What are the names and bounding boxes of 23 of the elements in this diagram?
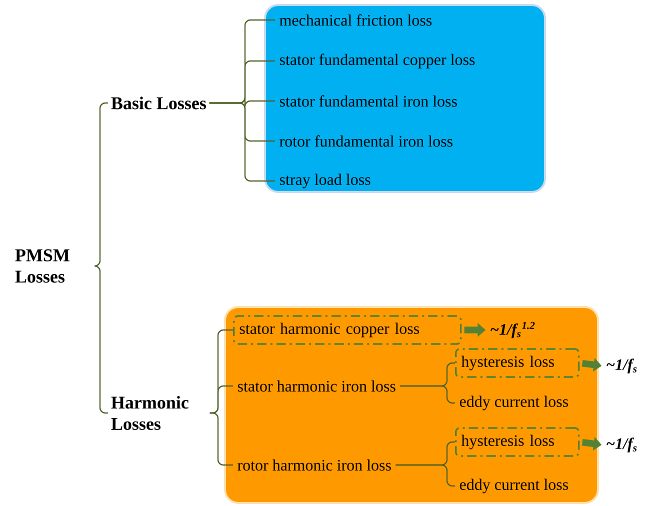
loss-item: eddy current loss (460, 396, 568, 410)
loss-item: rotor harmonic iron loss (238, 459, 391, 471)
highlighted-item: stator harmonic copper loss (233, 315, 462, 345)
loss-item: stator harmonic iron loss (238, 380, 396, 392)
highlighted-item: hysteresis loss (455, 348, 580, 378)
scaling-label: ~1/f$_{s}$ (606, 438, 637, 452)
group-box (224, 306, 599, 504)
scaling-label: ~1/f$_{s}$ (606, 358, 637, 374)
highlighted-item: hysteresis loss (455, 427, 580, 457)
loss-item: stray load loss (280, 174, 370, 188)
group-box (264, 4, 546, 193)
loss-item: stator fundamental iron loss (280, 95, 457, 107)
loss-item: mechanical friction loss (280, 14, 432, 26)
loss-item: eddy current loss (460, 478, 568, 494)
bracket-line (209, 102, 275, 182)
bracket-line (400, 385, 455, 404)
category-label: PMSM Losses (15, 249, 70, 283)
bracket-line (210, 412, 233, 466)
category-label: Harmonic Losses (111, 396, 188, 430)
loss-item: rotor fundamental iron loss (280, 135, 452, 147)
category-label: Basic Losses (111, 96, 206, 110)
scaling-label: ~1/f$_{s}$1.2 (490, 322, 535, 338)
loss-item: stator fundamental copper loss (280, 54, 475, 68)
